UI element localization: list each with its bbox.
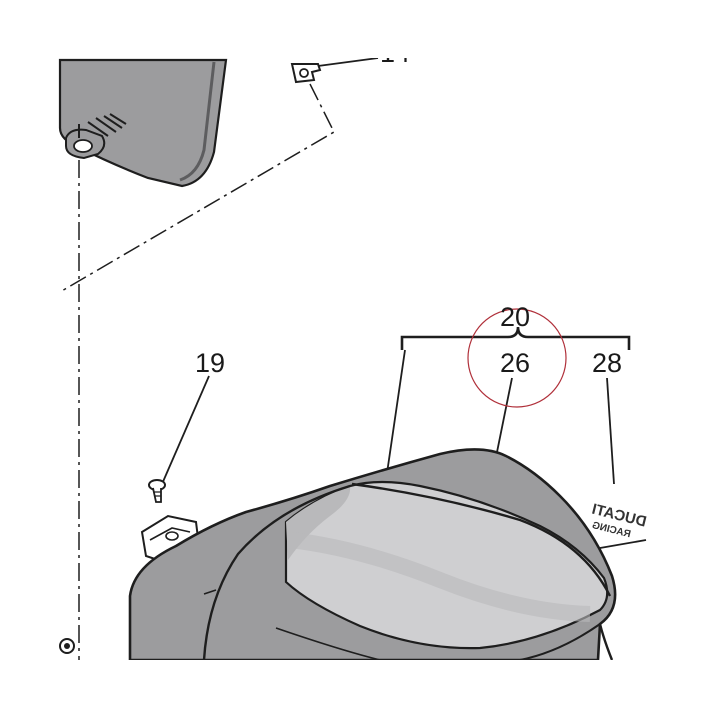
callout-26: 26 xyxy=(500,348,530,378)
callout-28: 28 xyxy=(592,348,622,378)
highlight-circle xyxy=(467,308,567,408)
callout-labels: 14 19 20 26 28 xyxy=(195,38,622,378)
callout-20: 20 xyxy=(500,302,530,332)
upper-side-panel xyxy=(58,58,228,188)
mounting-bracket xyxy=(140,514,200,562)
screw-part xyxy=(148,479,166,503)
ducati-decal: DUCATI RACING xyxy=(590,501,648,541)
group-bracket-20 xyxy=(400,326,631,350)
bottom-crop-mask xyxy=(0,660,720,720)
top-crop-mask xyxy=(0,0,720,58)
tail-seat-cowl xyxy=(128,448,617,662)
callout-19: 19 xyxy=(195,348,225,378)
grommet-fastener xyxy=(59,638,75,654)
clip-nut-part xyxy=(290,63,322,84)
assembly-lines xyxy=(59,83,335,660)
